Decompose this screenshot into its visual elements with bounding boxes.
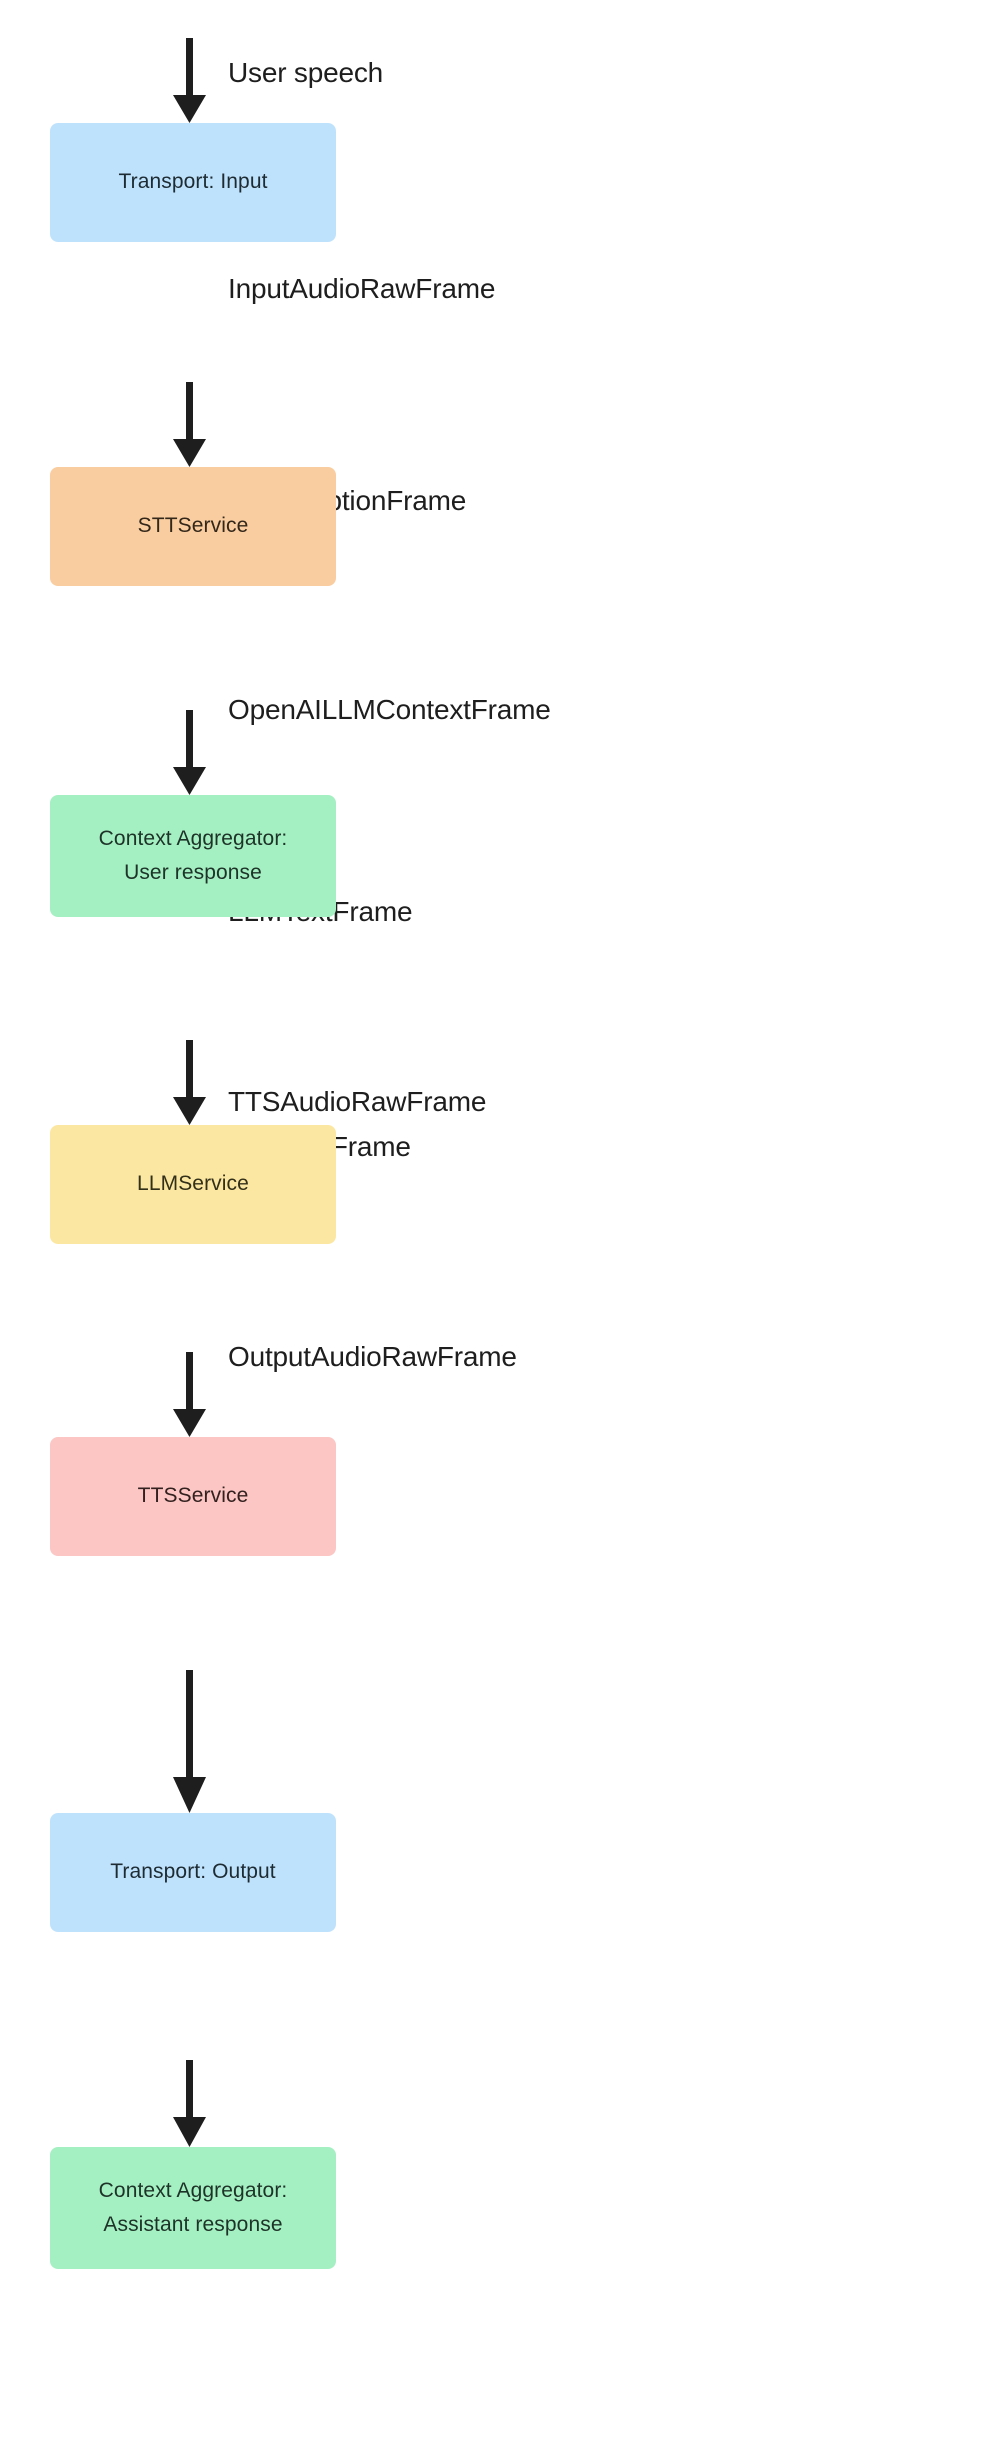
edge-label-output-audio-raw-frame: OutputAudioRawFrame <box>228 1341 517 1372</box>
node-context-aggregator-user[interactable]: Context Aggregator: User response <box>50 795 336 917</box>
node-transport-input-label: Transport: Input <box>118 170 268 194</box>
node-stt-service-label: STTService <box>137 514 249 538</box>
node-tts-service[interactable]: TTSService <box>50 1437 336 1556</box>
node-context-aggregator-assistant[interactable]: Context Aggregator: Assistant response <box>50 2147 336 2269</box>
node-transport-output[interactable]: Transport: Output <box>50 1813 336 1932</box>
node-stt-service[interactable]: STTService <box>50 467 336 586</box>
edge-label-openai-llm-context-frame: OpenAILLMContextFrame <box>228 694 551 725</box>
edge-label-input-audio-raw-frame: InputAudioRawFrame <box>228 273 496 304</box>
node-context-aggregator-user-label: Context Aggregator: User response <box>98 826 288 884</box>
node-llm-service-label: LLMService <box>137 1172 249 1196</box>
node-context-aggregator-assistant-label: Context Aggregator: Assistant response <box>98 2178 288 2236</box>
node-llm-service[interactable]: LLMService <box>50 1125 336 1244</box>
node-transport-input[interactable]: Transport: Input <box>50 123 336 242</box>
node-transport-output-label: Transport: Output <box>110 1860 276 1884</box>
edge-label-user-speech: User speech <box>228 57 383 88</box>
node-tts-service-label: TTSService <box>137 1484 249 1508</box>
